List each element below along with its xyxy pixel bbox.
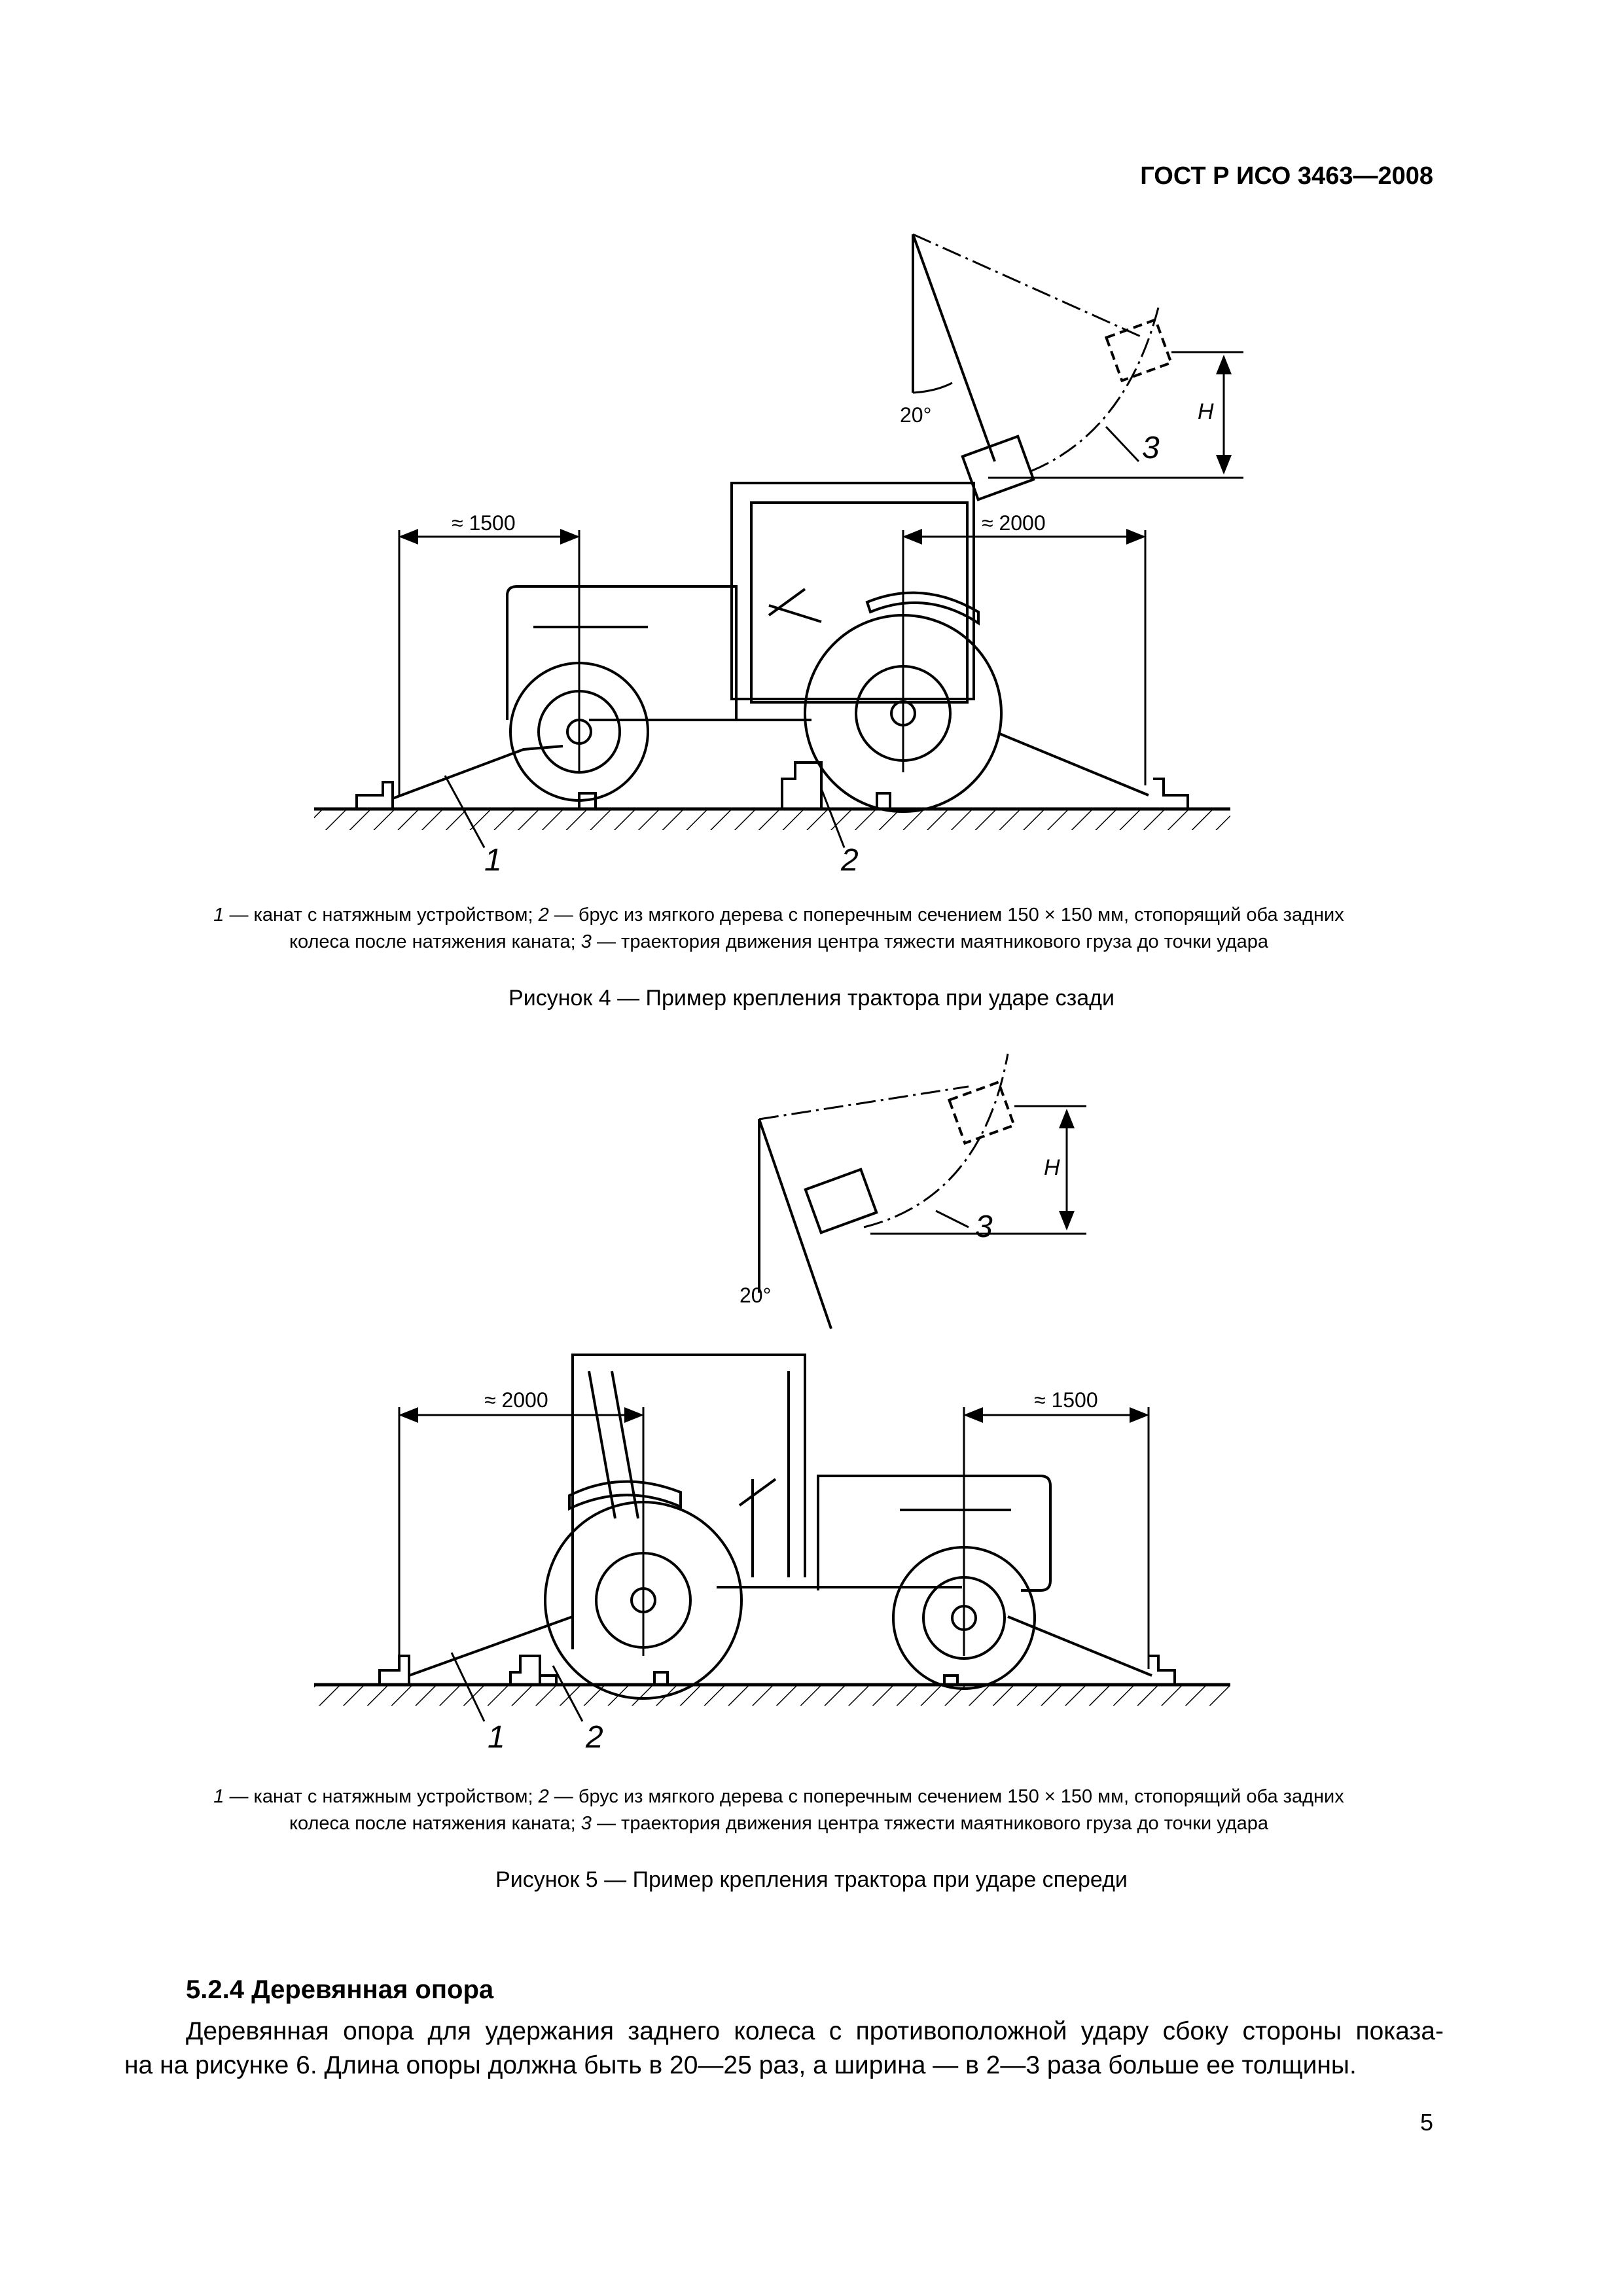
- section-paragraph: Деревянная опора для удержания заднего к…: [124, 2015, 1444, 2083]
- figure-4-drawing: ≈ 1500 ≈ 2000 20° H 1 2 3: [314, 233, 1243, 878]
- paragraph-line: Деревянная опора для удержания заднего к…: [186, 2017, 1444, 2045]
- legend-text: колеса после натяжения каната;: [289, 931, 581, 952]
- legend-key: 3: [580, 1813, 592, 1834]
- legend-text: — траектория движения центра тяжести мая…: [591, 931, 1269, 952]
- legend-text: — брус из мягкого дерева с поперечным се…: [548, 905, 1344, 925]
- page-number: 5: [1419, 2109, 1433, 2136]
- legend-key: 3: [580, 931, 592, 952]
- fig4-callout-2: 2: [840, 843, 859, 878]
- document-header: ГОСТ Р ИСО 3463—2008: [1140, 162, 1433, 190]
- fig5-callout-1: 1: [488, 1720, 505, 1755]
- fig5-height: H: [1044, 1155, 1060, 1180]
- legend-key: 2: [538, 1786, 549, 1807]
- figure-5-legend: 1 — канат с натяжным устройством; 2 — бр…: [111, 1784, 1446, 1837]
- fig4-callout-1: 1: [484, 843, 502, 878]
- legend-line: 1 — канат с натяжным устройством; 2 — бр…: [111, 902, 1446, 929]
- figure-5-caption: Рисунок 5 — Пример крепления трактора пр…: [495, 1867, 1128, 1892]
- fig4-angle: 20°: [900, 403, 931, 427]
- legend-line: 1 — канат с натяжным устройством; 2 — бр…: [111, 1784, 1446, 1810]
- figure-4-caption: Рисунок 4 — Пример крепления трактора пр…: [508, 986, 1115, 1011]
- fig4-height: H: [1198, 399, 1214, 424]
- fig5-dim-right: ≈ 1500: [1034, 1388, 1098, 1412]
- legend-key: 2: [538, 905, 549, 925]
- paragraph-line: на на рисунке 6. Длина опоры должна быть…: [124, 2051, 1357, 2079]
- fig5-callout-2: 2: [585, 1720, 603, 1755]
- legend-key: 1: [213, 1786, 224, 1807]
- fig5-callout-3: 3: [975, 1210, 993, 1244]
- fig5-angle: 20°: [740, 1283, 771, 1307]
- legend-text: колеса после натяжения каната;: [289, 1813, 581, 1834]
- figure-5: ≈ 2000 ≈ 1500 20° H 1 2 3 1 — канат с на…: [0, 1021, 1623, 1937]
- fig4-callout-3: 3: [1142, 431, 1160, 465]
- legend-text: — брус из мягкого дерева с поперечным се…: [548, 1786, 1344, 1807]
- legend-text: — канат с натяжным устройством;: [224, 905, 539, 925]
- fig5-dim-left: ≈ 2000: [484, 1388, 548, 1412]
- legend-key: 1: [213, 905, 224, 925]
- figure-4: ≈ 1500 ≈ 2000 20° H 1 2 3 1 — канат с на…: [0, 0, 1623, 1021]
- legend-line: колеса после натяжения каната; 3 — траек…: [111, 1810, 1446, 1837]
- fig4-dim-right: ≈ 2000: [982, 511, 1046, 535]
- figure-5-drawing: ≈ 2000 ≈ 1500 20° H 1 2 3: [314, 1053, 1230, 1755]
- fig4-dim-left: ≈ 1500: [452, 511, 516, 535]
- figure-4-legend: 1 — канат с натяжным устройством; 2 — бр…: [111, 902, 1446, 956]
- legend-text: — траектория движения центра тяжести мая…: [591, 1813, 1269, 1834]
- legend-line: колеса после натяжения каната; 3 — траек…: [111, 929, 1446, 956]
- legend-text: — канат с натяжным устройством;: [224, 1786, 539, 1807]
- section-title: 5.2.4 Деревянная опора: [186, 1975, 494, 2004]
